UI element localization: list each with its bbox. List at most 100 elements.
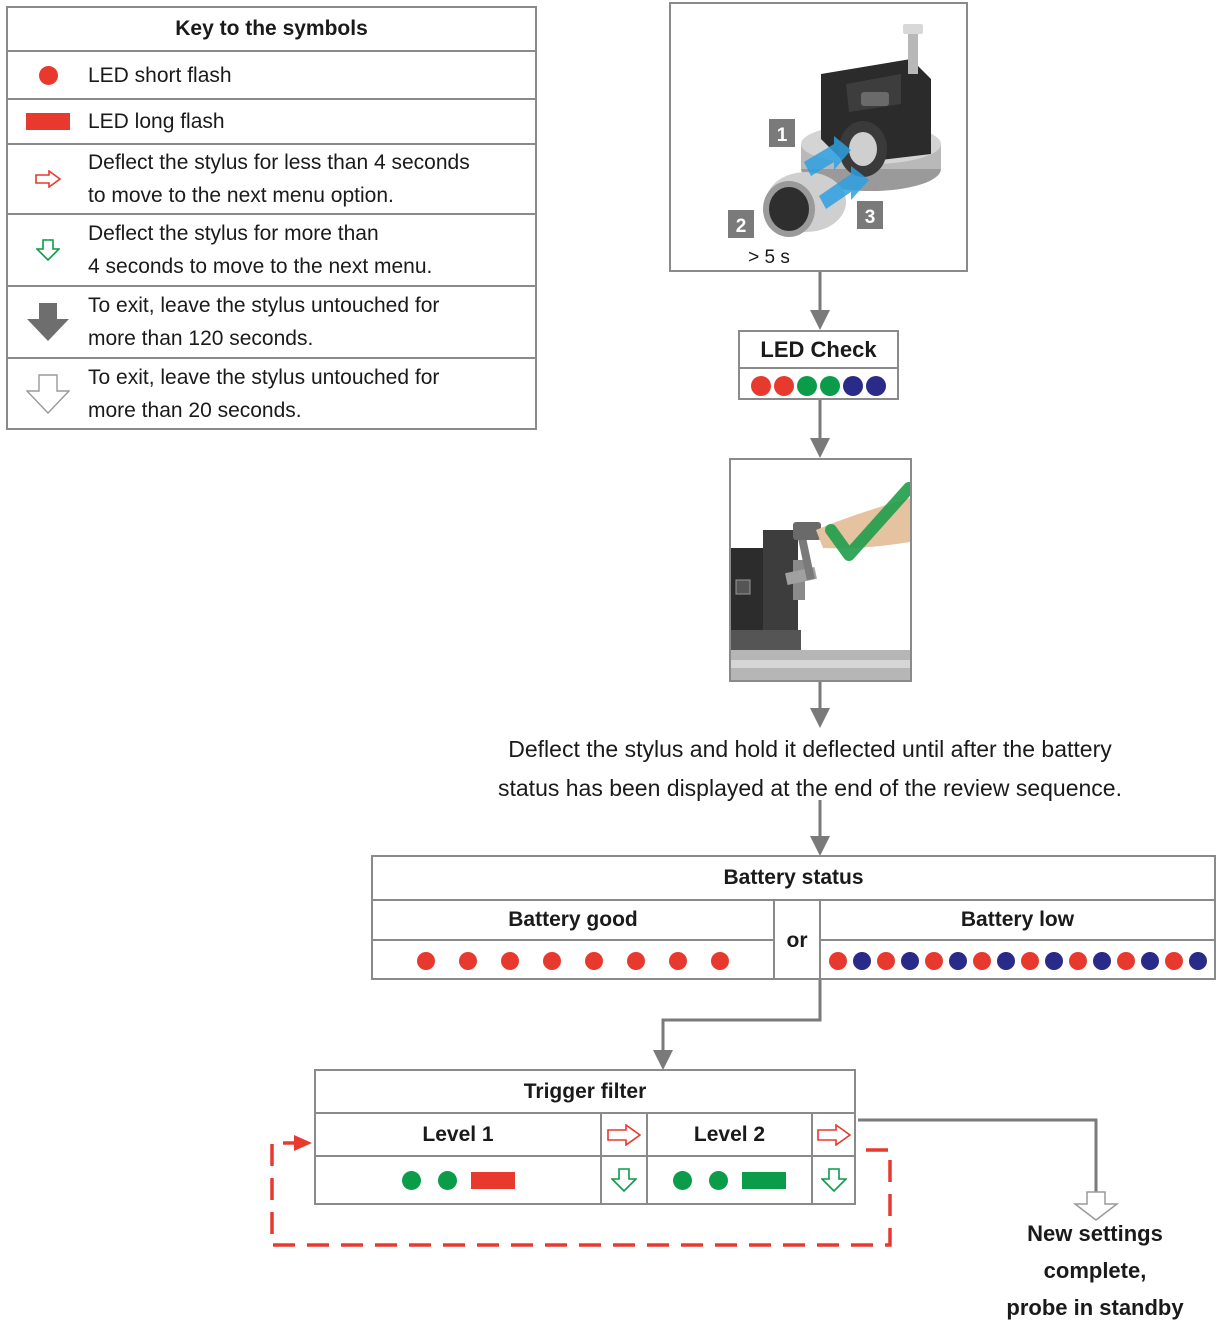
key-row-long-deflect: Deflect the stylus for more than 4 second… bbox=[8, 215, 535, 287]
probe-illustration: 1 2 3 > 5 s bbox=[728, 24, 941, 268]
battery-low-label: Battery low bbox=[821, 901, 1214, 941]
blue-dot-icon bbox=[900, 951, 919, 970]
key-title: Key to the symbols bbox=[8, 8, 535, 52]
checkmark-icon bbox=[825, 482, 910, 561]
arrow-head bbox=[810, 310, 830, 330]
green-dot-icon bbox=[820, 375, 840, 396]
blue-dot-icon bbox=[1044, 951, 1063, 970]
battery-low-dots bbox=[821, 941, 1214, 980]
red-dot-icon bbox=[924, 951, 943, 970]
green-dot-icon bbox=[673, 1170, 692, 1190]
key-row-long-flash: LED long flash bbox=[8, 100, 535, 145]
loop-arrow-head bbox=[294, 1135, 312, 1151]
red-dot-icon bbox=[627, 951, 645, 970]
red-bar-icon bbox=[470, 1171, 515, 1189]
dashed-loop-line bbox=[270, 1141, 892, 1247]
or-label: or bbox=[775, 901, 821, 980]
red-dot-icon bbox=[774, 375, 794, 396]
red-dot-icon bbox=[751, 375, 771, 396]
key-text: more than 120 seconds. bbox=[88, 327, 314, 350]
red-bar-icon bbox=[26, 113, 70, 130]
step-2-label: 2 bbox=[736, 216, 747, 237]
blue-dot-icon bbox=[1140, 951, 1159, 970]
key-text: To exit, leave the stylus untouched for bbox=[88, 366, 440, 389]
red-dot-icon bbox=[38, 65, 58, 85]
red-outline-right-arrow-icon bbox=[607, 1123, 641, 1146]
red-dot-icon bbox=[1068, 951, 1087, 970]
outline-down-arrow-icon bbox=[1072, 1191, 1120, 1221]
trigger-filter-table: Trigger filter Level 1 Level 2 bbox=[314, 1069, 856, 1205]
battery-good-column: Battery good bbox=[373, 901, 775, 980]
final-status-text: New settings complete, probe in standby bbox=[980, 1215, 1210, 1326]
step-3-label: 3 bbox=[865, 207, 876, 228]
red-dot-icon bbox=[1164, 951, 1183, 970]
arrow-head bbox=[810, 836, 830, 856]
instruction-line: Deflect the stylus and hold it deflected… bbox=[508, 736, 1112, 762]
arrow-head bbox=[810, 708, 830, 728]
red-dot-icon bbox=[501, 951, 519, 970]
trigger-filter-title: Trigger filter bbox=[316, 1071, 854, 1114]
key-text: to move to the next menu option. bbox=[88, 184, 394, 207]
key-text: Deflect the stylus for more than bbox=[88, 222, 379, 245]
key-row-exit-20: To exit, leave the stylus untouched for m… bbox=[8, 359, 535, 429]
battery-status-table: Battery status Battery good or Battery l… bbox=[371, 855, 1216, 980]
arrow-head bbox=[810, 438, 830, 458]
blue-dot-icon bbox=[1188, 951, 1207, 970]
battery-low-column: Battery low bbox=[821, 901, 1214, 980]
red-dot-icon bbox=[543, 951, 561, 970]
level-1-pattern bbox=[316, 1157, 602, 1203]
battery-good-label: Battery good bbox=[373, 901, 773, 941]
green-dot-icon bbox=[797, 375, 817, 396]
final-line: complete, bbox=[1043, 1258, 1147, 1283]
key-row-exit-120: To exit, leave the stylus untouched for m… bbox=[8, 287, 535, 359]
blue-dot-icon bbox=[866, 375, 886, 396]
key-text: To exit, leave the stylus untouched for bbox=[88, 294, 440, 317]
green-dot-icon bbox=[437, 1170, 457, 1190]
key-row-short-flash: LED short flash bbox=[8, 52, 535, 100]
key-text: more than 20 seconds. bbox=[88, 399, 302, 422]
time-label: > 5 s bbox=[748, 247, 790, 268]
red-dot-icon bbox=[417, 951, 435, 970]
green-outline-down-arrow-icon bbox=[611, 1168, 637, 1192]
red-dot-icon bbox=[459, 951, 477, 970]
level-2-label: Level 2 bbox=[648, 1114, 813, 1155]
level-2-pattern bbox=[648, 1157, 813, 1203]
instruction-line: status has been displayed at the end of … bbox=[498, 775, 1122, 801]
green-outline-down-arrow-icon bbox=[36, 239, 60, 261]
red-dot-icon bbox=[669, 951, 687, 970]
key-text: LED long flash bbox=[88, 110, 225, 133]
key-text: 4 seconds to move to the next menu. bbox=[88, 255, 433, 278]
red-outline-right-arrow-icon bbox=[816, 1123, 851, 1146]
final-line: New settings bbox=[1027, 1221, 1163, 1246]
green-dot-icon bbox=[709, 1170, 728, 1190]
led-check-dots bbox=[740, 369, 897, 402]
symbol-key: Key to the symbols LED short flash LED l… bbox=[6, 6, 537, 430]
level-1-label: Level 1 bbox=[316, 1114, 602, 1155]
red-dot-icon bbox=[828, 951, 847, 970]
battery-good-dots bbox=[373, 941, 773, 980]
red-dot-icon bbox=[1116, 951, 1135, 970]
key-text: LED short flash bbox=[88, 63, 232, 87]
blue-dot-icon bbox=[1092, 951, 1111, 970]
blue-dot-icon bbox=[843, 375, 863, 396]
red-dot-icon bbox=[972, 951, 991, 970]
key-row-short-deflect: Deflect the stylus for less than 4 secon… bbox=[8, 145, 535, 215]
step-1-label: 1 bbox=[777, 125, 788, 146]
deflect-illustration bbox=[731, 482, 910, 680]
instruction-text: Deflect the stylus and hold it deflected… bbox=[430, 730, 1190, 808]
blue-dot-icon bbox=[948, 951, 967, 970]
red-dot-icon bbox=[711, 951, 729, 970]
outline-down-arrow-icon bbox=[26, 374, 70, 414]
green-outline-down-arrow-icon bbox=[820, 1168, 847, 1192]
arrow-head bbox=[653, 1050, 673, 1070]
green-dot-icon bbox=[401, 1170, 421, 1190]
battery-status-title: Battery status bbox=[373, 857, 1214, 901]
blue-dot-icon bbox=[996, 951, 1015, 970]
blue-dot-icon bbox=[852, 951, 871, 970]
red-dot-icon bbox=[876, 951, 895, 970]
green-bar-icon bbox=[742, 1171, 786, 1189]
led-check-title: LED Check bbox=[740, 332, 897, 369]
stylus-deflect-photo bbox=[729, 458, 912, 682]
red-dot-icon bbox=[585, 951, 603, 970]
